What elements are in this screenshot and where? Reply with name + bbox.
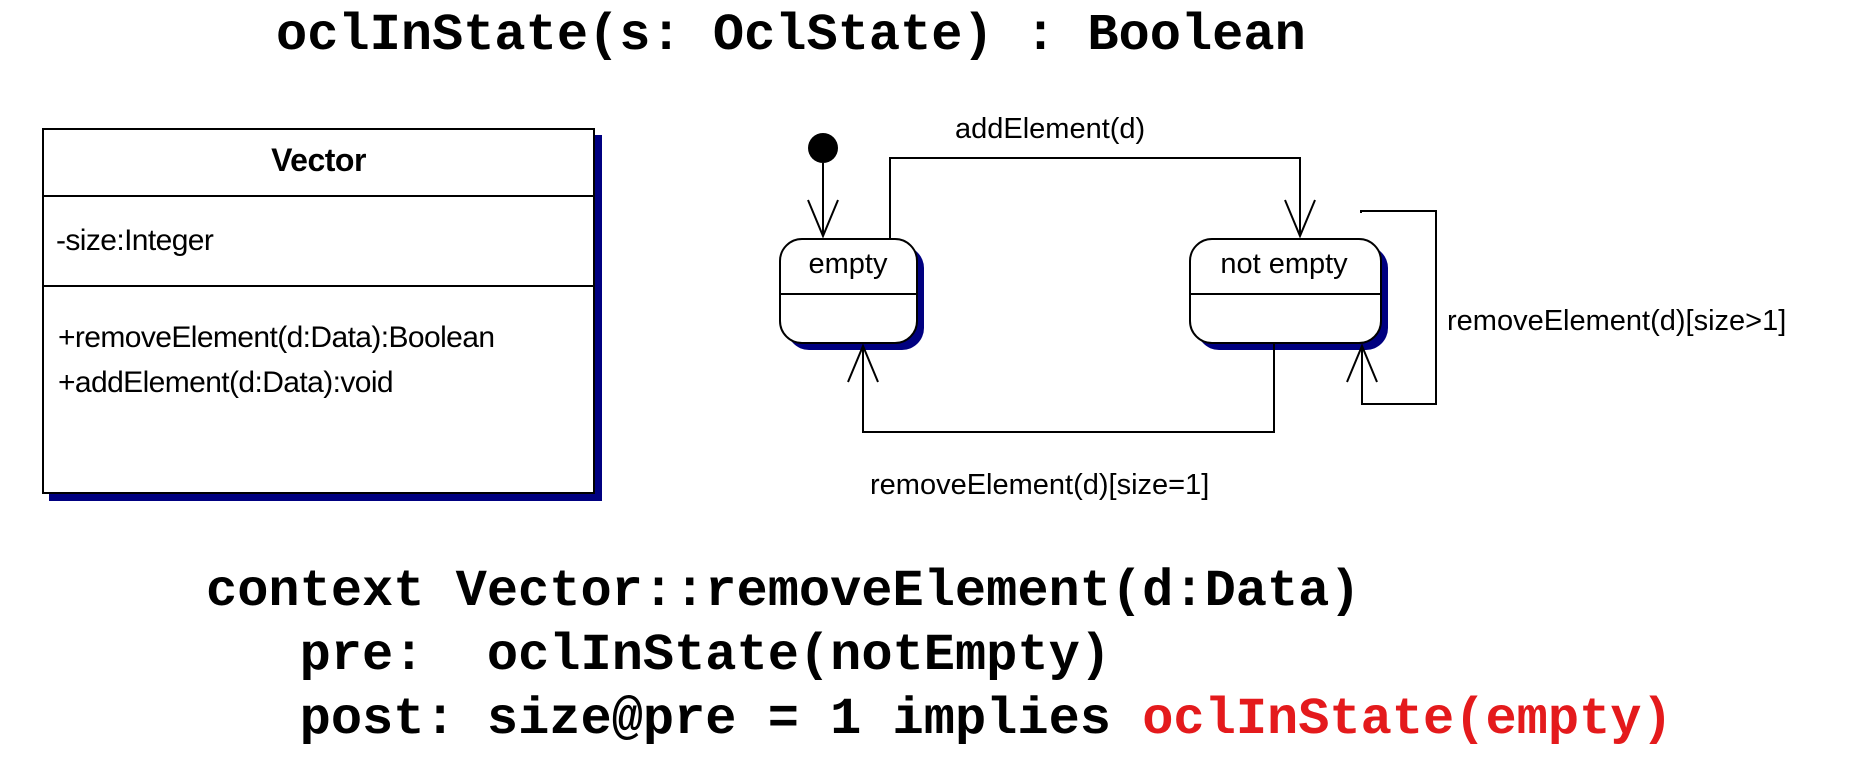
initial-state-dot bbox=[808, 133, 838, 163]
ocl-pre-expression: oclInState(notEmpty) bbox=[486, 626, 1111, 685]
ocl-post-line: post: size@pre = 1 implies oclInState(em… bbox=[206, 688, 1673, 752]
transition-add-element-label: addElement(d) bbox=[955, 113, 1145, 145]
class-attributes: -size:Integer bbox=[44, 197, 593, 287]
ocl-post-keyword: post: bbox=[299, 690, 456, 749]
transition-self-loop-label: removeElement(d)[size>1] bbox=[1447, 305, 1786, 337]
operation-add-element: +addElement(d:Data):void bbox=[58, 366, 394, 399]
ocl-constraint: context Vector::removeElement(d:Data) pr… bbox=[206, 560, 1673, 752]
transition-add-element: addElement(d) bbox=[889, 113, 1316, 239]
ocl-pre-line: pre: oclInState(notEmpty) bbox=[206, 624, 1673, 688]
transition-remove-to-empty-label: removeElement(d)[size=1] bbox=[870, 469, 1209, 501]
ocl-post-highlight: oclInState(empty) bbox=[1142, 690, 1673, 749]
ocl-pre-keyword: pre: bbox=[299, 626, 425, 685]
oclinstate-signature: oclInState(s: OclState) : Boolean bbox=[276, 6, 1306, 65]
ocl-post-expression: size@pre = 1 implies bbox=[486, 690, 1111, 749]
state-not-empty-label: not empty bbox=[1220, 248, 1348, 280]
ocl-context-line: context Vector::removeElement(d:Data) bbox=[206, 562, 1361, 621]
state-empty-label: empty bbox=[809, 248, 888, 280]
initial-transition-arrowhead bbox=[807, 199, 839, 239]
operation-remove-element: +removeElement(d:Data):Boolean bbox=[58, 321, 495, 354]
transition-self-loop: removeElement(d)[size>1] bbox=[1346, 210, 1786, 405]
vector-class-box: Vector -size:Integer +removeElement(d:Da… bbox=[42, 128, 595, 494]
class-operations: +removeElement(d:Data):Boolean +addEleme… bbox=[44, 287, 593, 405]
transition-remove-to-empty: removeElement(d)[size=1] bbox=[847, 343, 1275, 501]
class-name: Vector bbox=[44, 130, 593, 197]
state-not-empty: not empty bbox=[1189, 238, 1388, 350]
attribute-size: -size:Integer bbox=[56, 224, 214, 257]
state-empty: empty bbox=[779, 238, 924, 350]
